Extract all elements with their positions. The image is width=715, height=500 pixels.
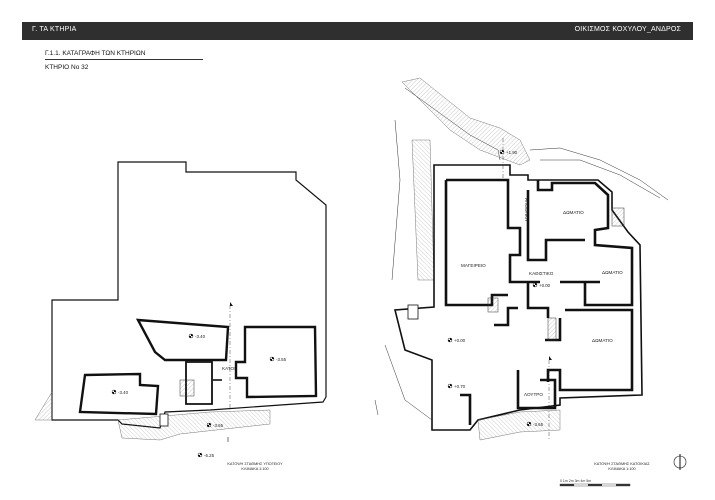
- room-label-katoi: ΚΑΤΟΙ: [222, 366, 235, 371]
- dwelling-level-4: +0.70: [454, 384, 466, 389]
- basement-slope-hatch: [34, 391, 53, 421]
- room-label-kathistiko: ΚΑΘΙΣΤΙΚΟ: [529, 271, 554, 276]
- scale-bar-graphic: [559, 483, 631, 487]
- basement-level-1: -3.40: [195, 334, 206, 339]
- caption-basement-title: ΚΑΤΟΨΗ ΣΤΑΘΜΗΣ ΥΠΟΓΕΙΟΥ: [227, 462, 283, 466]
- room-label-domatio-top: ΔΩΜΑΤΙΟ: [563, 210, 584, 215]
- room-label-loutro: ΛΟΥΤΡΟ: [524, 392, 543, 397]
- basement-level-5: -6.25: [204, 453, 215, 458]
- room-label-mageireio: ΜΑΓΕΙΡΕΙΟ: [461, 263, 486, 268]
- room-label-domatio-mid: ΔΩΜΑΤΙΟ: [602, 270, 623, 275]
- dwelling-level-5: -3.65: [533, 422, 544, 427]
- basement-outer-wall: [51, 161, 327, 429]
- dwelling-interior-walls: [444, 178, 634, 425]
- dwelling-plan: ΑΠΟΘΗΚΗ ΔΩΜΑΤΙΟ ΜΑΓΕΙΡΕΙΟ ΚΑΘΙΣΤΙΚΟ ΔΩΜΑ…: [374, 77, 669, 441]
- basement-room-left: [78, 372, 160, 416]
- dwelling-level-1: +1.90: [506, 150, 518, 155]
- caption-dwelling-title: ΚΑΤΟΨΗ ΣΤΑΘΜΗΣ ΚΑΤΟΙΚΙΑΣ: [594, 462, 650, 466]
- room-label-domatio-low: ΔΩΜΑΤΙΟ: [592, 338, 613, 343]
- section-divider: [45, 59, 203, 60]
- basement-room-right: [234, 325, 318, 399]
- north-arrow-icon: [673, 454, 687, 470]
- basement-level-4: -3.65: [213, 423, 224, 428]
- basement-room-mid: [135, 318, 230, 362]
- terrain-hatch-bottom: [477, 409, 561, 441]
- basement-stairs: [179, 379, 195, 397]
- basement-level-3: -3.40: [118, 390, 129, 395]
- basement-plan: -3.40 -3.55 -3.40 -3.65 -6.25 ΚΑΤΟΙ: [34, 161, 327, 458]
- basement-level-2: -3.55: [276, 357, 287, 362]
- dwelling-stairs-2: [547, 317, 557, 341]
- header-left-title: Γ. ΤΑ ΚΤΗΡΙΑ: [32, 26, 77, 33]
- terrain-hatch-top: [401, 77, 531, 166]
- terrain-hatch-left: [411, 139, 435, 281]
- header-bar: Γ. ΤΑ ΚΤΗΡΙΑ ΟΙΚΙΣΜΟΣ ΚΟΧΥΛΟΥ_ΑΝΔΡΟΣ: [22, 22, 693, 40]
- room-label-apothiki: ΑΠΟΘΗΚΗ: [524, 198, 529, 221]
- header-right-title: ΟΙΚΙΣΜΟΣ ΚΟΧΥΛΟΥ_ΑΝΔΡΟΣ: [574, 26, 681, 33]
- caption-dwelling-scale: ΚΛΙΜΑΚΑ 1:100: [608, 467, 636, 471]
- caption-dwelling: ΚΑΤΟΨΗ ΣΤΑΘΜΗΣ ΚΑΤΟΙΚΙΑΣ ΚΛΙΜΑΚΑ 1:100: [592, 462, 652, 472]
- dwelling-stairs-1: [487, 297, 499, 313]
- section-title: Γ.1.1. ΚΑΤΑΓΡΑΦΗ ΤΩΝ ΚΤΗΡΙΩΝ: [45, 50, 146, 57]
- dwelling-level-2: +0.00: [539, 283, 551, 288]
- caption-basement: ΚΑΤΟΨΗ ΣΤΑΘΜΗΣ ΥΠΟΓΕΙΟΥ ΚΛΙΜΑΚΑ 1:100: [225, 462, 285, 472]
- caption-basement-scale: ΚΛΙΜΑΚΑ 1:100: [241, 467, 269, 471]
- building-number: ΚΤΗΡΙΟ Νο 32: [45, 64, 89, 71]
- scale-bar-label: 0 1m 2m 3m 4m 5m: [560, 479, 592, 483]
- dwelling-level-3: +0.00: [454, 338, 466, 343]
- dwelling-outer-wall: [393, 164, 643, 431]
- basement-paved-strip: [117, 409, 271, 441]
